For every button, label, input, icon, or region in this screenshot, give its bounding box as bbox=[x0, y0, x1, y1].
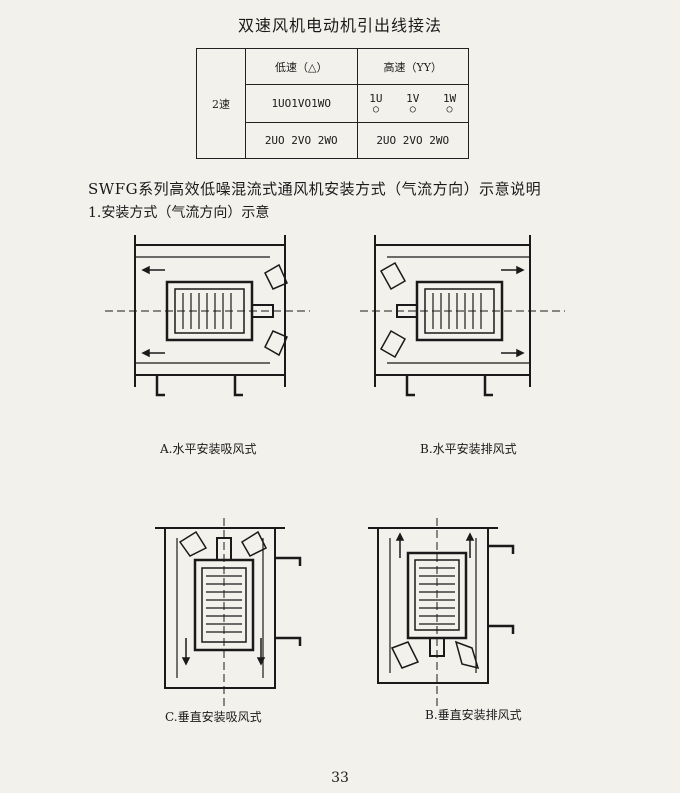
figure-d-caption: B.垂直安装排风式 bbox=[425, 708, 522, 722]
figure-d-vertical-exhaust bbox=[368, 518, 515, 708]
high-speed-terminals-1: 1U 1V 1W ○○○ bbox=[356, 84, 469, 123]
section-subtitle: 1.安装方式（气流方向）示意 bbox=[88, 205, 270, 221]
wiring-table-title: 双速风机电动机引出线接法 bbox=[237, 16, 442, 35]
low-speed-header: 低速（△） bbox=[245, 48, 358, 85]
wiring-table: 2速 低速（△） 高速（YY） 1UO1VO1WO 1U 1V 1W ○○○ 2… bbox=[196, 48, 469, 159]
page-number: 33 bbox=[331, 770, 349, 786]
figure-c-caption: C.垂直安装吸风式 bbox=[165, 710, 262, 724]
high-speed-terminals-2: 2UO 2VO 2WO bbox=[356, 122, 469, 159]
terminal-1v: 1V bbox=[406, 92, 420, 105]
section-title: SWFG系列高效低噪混流式通风机安装方式（气流方向）示意说明 bbox=[88, 180, 542, 198]
figure-b-caption: B.水平安装排风式 bbox=[420, 442, 517, 456]
figure-c-vertical-suction bbox=[155, 518, 302, 708]
figure-b-horizontal-exhaust bbox=[360, 235, 565, 397]
figure-a-horizontal-suction bbox=[105, 235, 310, 397]
terminal-1u: 1U bbox=[369, 92, 383, 105]
high-speed-header: 高速（YY） bbox=[356, 48, 469, 85]
figure-a-caption: A.水平安装吸风式 bbox=[160, 442, 257, 456]
terminal-1w: 1W bbox=[442, 92, 457, 105]
speed-label: 2速 bbox=[196, 48, 246, 159]
low-speed-terminals-2: 2UO 2VO 2WO bbox=[245, 122, 358, 159]
low-speed-terminals-1: 1UO1VO1WO bbox=[245, 84, 358, 123]
